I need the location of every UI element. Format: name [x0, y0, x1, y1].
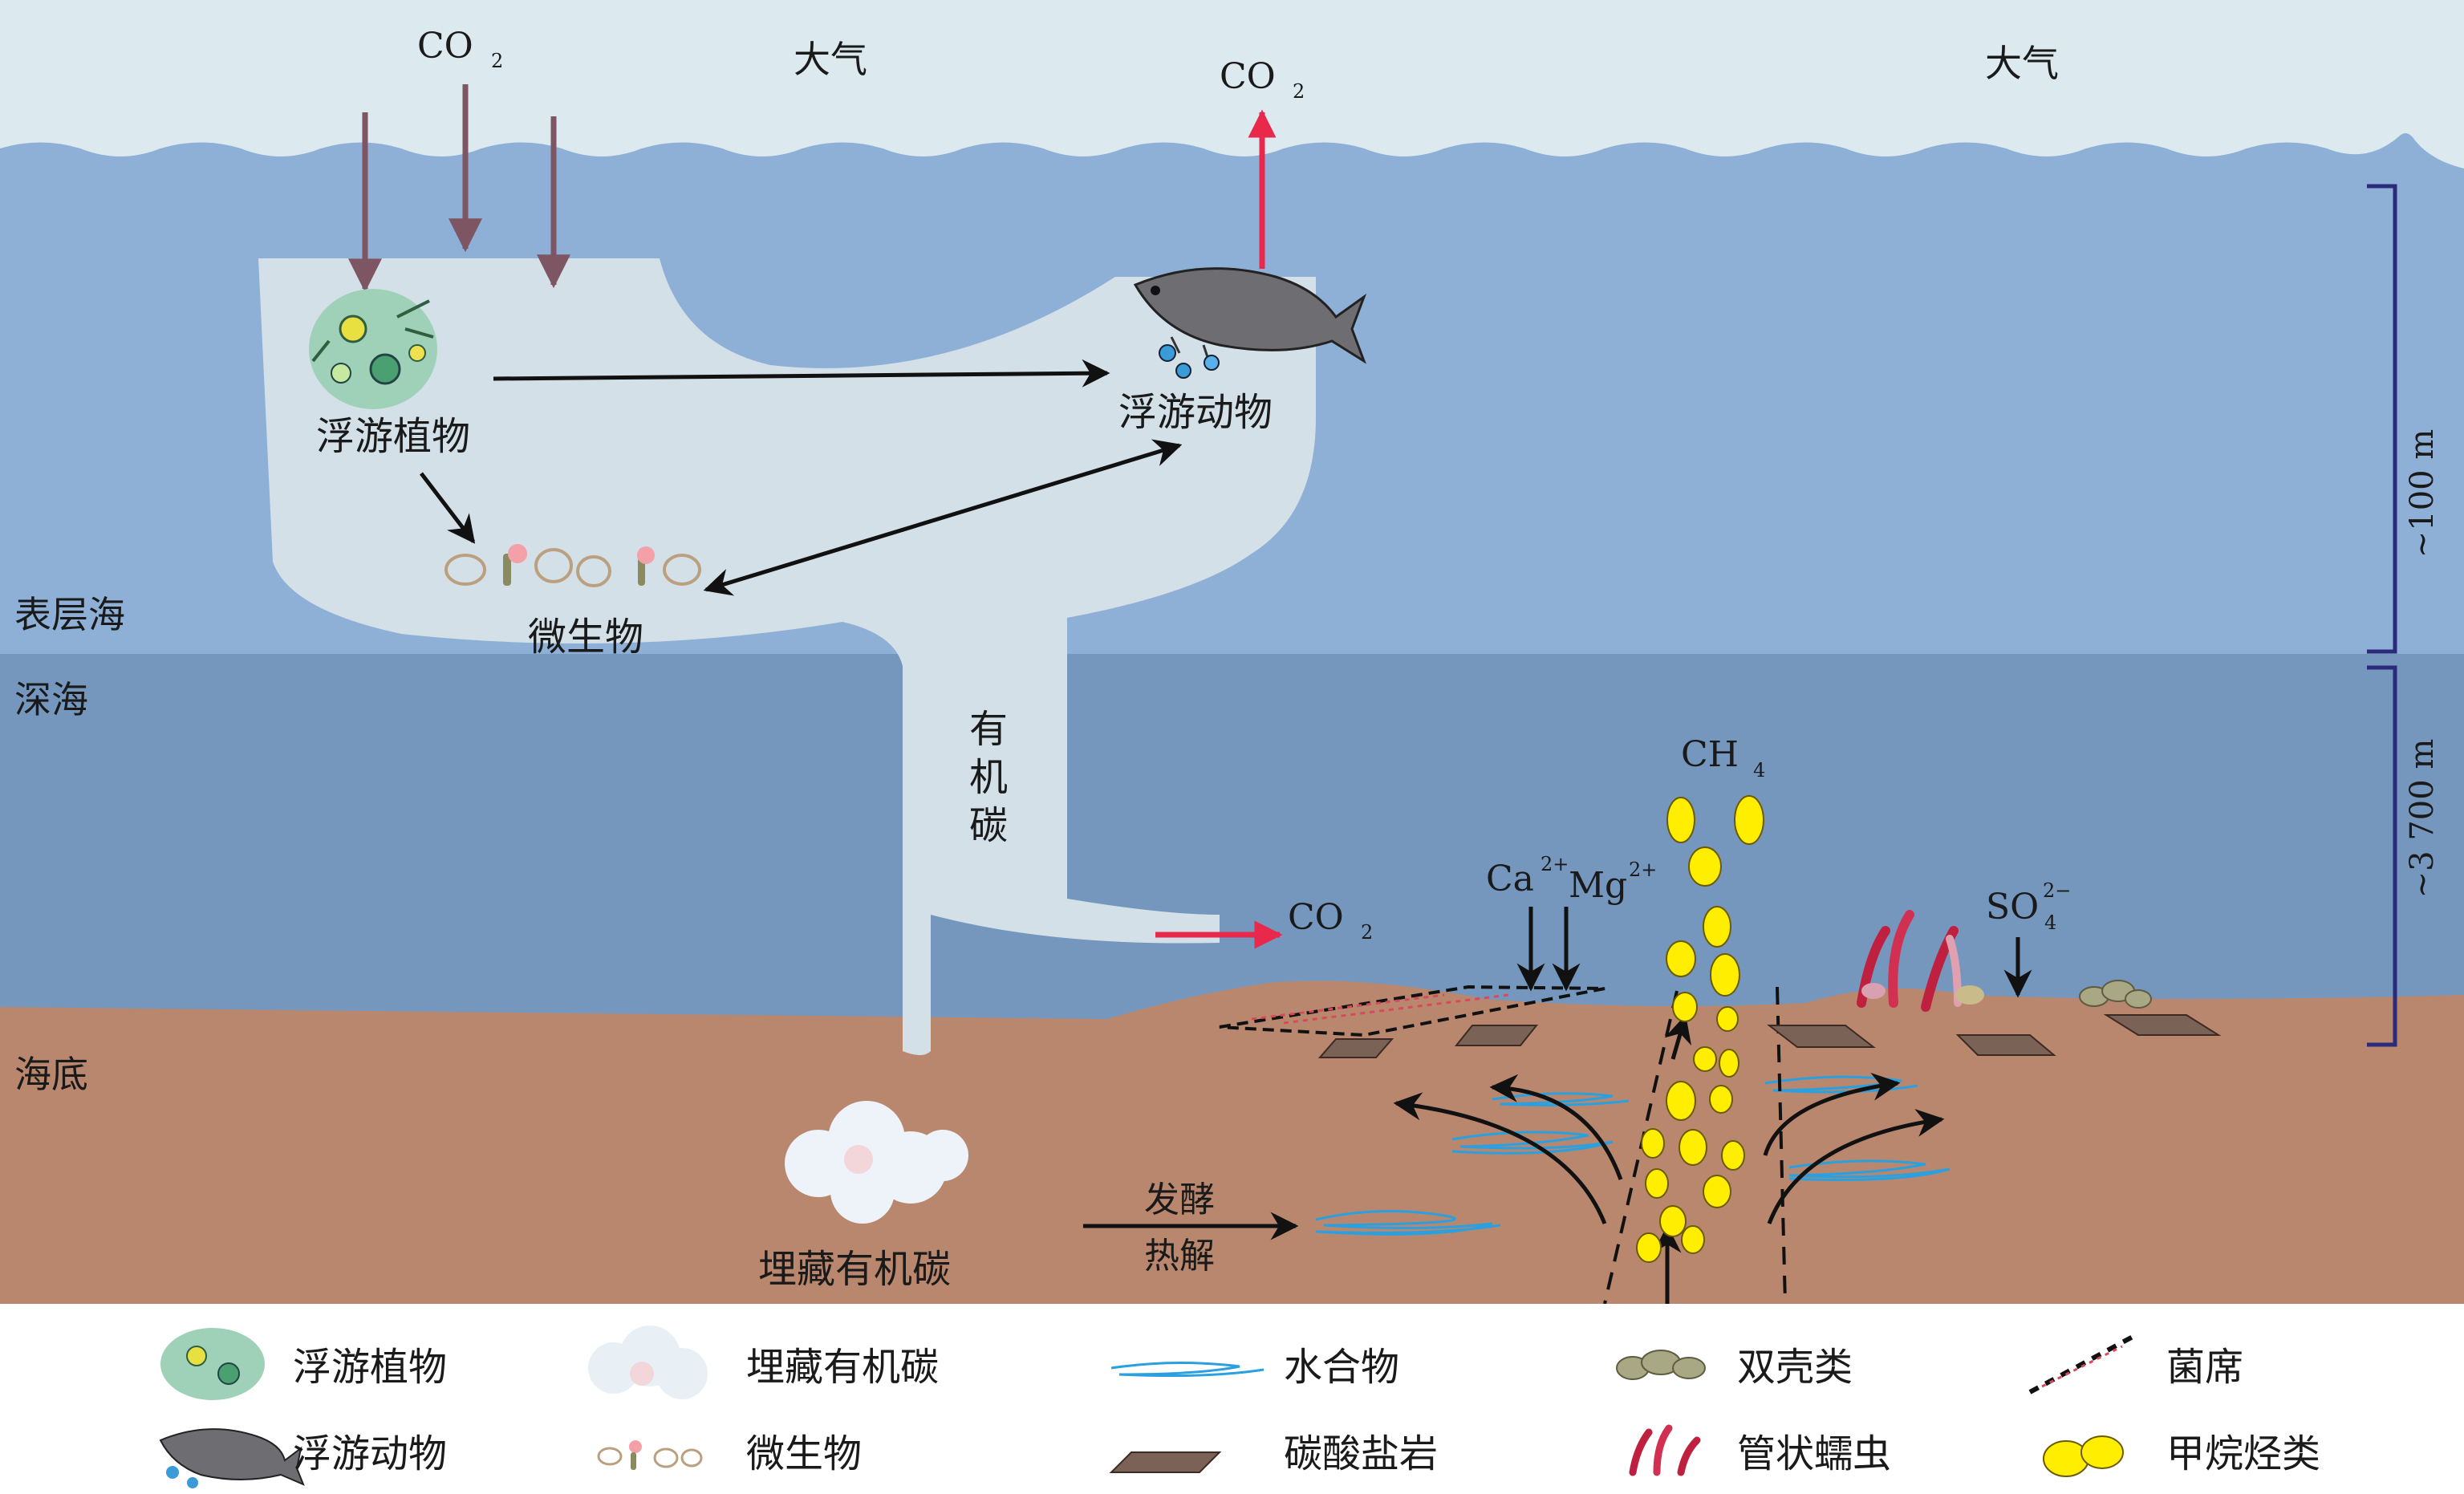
legend-microbes-label: 微生物 [746, 1431, 862, 1476]
legend-bivalves-swatch [1616, 1350, 1706, 1380]
legend-methane-label: 甲烷烃类 [2166, 1431, 2320, 1476]
legend-phytoplankton-swatch [160, 1328, 265, 1400]
hydrate-lenses [1315, 1075, 1950, 1236]
seep-boundary-left [1603, 990, 1679, 1305]
seafloor-layer [0, 980, 2464, 1304]
co2-release-label: CO 2 [1220, 56, 1305, 103]
ch4-label: CH 4 [1681, 734, 1765, 782]
phytoplankton-icon [309, 289, 437, 409]
seafloor-label: 海底 [14, 1053, 88, 1096]
svg-text:CO: CO [1220, 56, 1276, 97]
fermentation-label: 发酵 [1144, 1179, 1215, 1220]
svg-text:2+: 2+ [1629, 859, 1657, 881]
tube-worms-cluster [1857, 910, 1984, 1012]
seep-flow-arrow-2 [1489, 1074, 1623, 1180]
seep-flow-arrow-4 [1767, 1109, 1945, 1224]
svg-text:CH: CH [1681, 734, 1739, 775]
seep-vertical-arrow-2 [1664, 1014, 1692, 1060]
atmosphere-label-right: 大气 [1985, 42, 2059, 85]
legend-bivalves-label: 双壳类 [1737, 1345, 1853, 1390]
svg-text:2+: 2+ [1541, 853, 1569, 875]
legend-zooplankton-label: 浮游动物 [293, 1431, 447, 1476]
carbonate-rock-slabs [1317, 1014, 2222, 1058]
organic-carbon-label-2: 机 [969, 755, 1008, 800]
svg-text:CO: CO [417, 26, 473, 67]
pyrolysis-label: 热解 [1144, 1236, 1215, 1277]
legend-carbonate-rock-label: 碳酸盐岩 [1284, 1431, 1438, 1476]
svg-text:2: 2 [491, 50, 503, 72]
magnesium-ion-label: Mg 2+ [1569, 859, 1657, 906]
deep-co2-label: CO 2 [1288, 897, 1373, 944]
svg-text:4: 4 [2044, 911, 2056, 934]
seep-flow-arrow-1 [1393, 1092, 1607, 1224]
svg-text:Mg: Mg [1569, 865, 1627, 906]
legend-microbes-swatch [597, 1440, 703, 1470]
legend-buried-organic-carbon-label: 埋藏有机碳 [746, 1345, 939, 1390]
svg-text:SO: SO [1986, 887, 2039, 928]
legend-hydrates-swatch [1110, 1361, 1264, 1378]
sulfate-ion-label: SO 4 2− [1986, 879, 2071, 934]
legend-hydrates-label: 水合物 [1284, 1345, 1399, 1390]
zooplankton-icon [1133, 267, 1367, 379]
phyto-to-zoo-arrow [493, 359, 1110, 388]
legend-phytoplankton-label: 浮游植物 [293, 1345, 447, 1390]
phyto-to-microbes-arrow [420, 472, 476, 544]
zooplankton-label: 浮游动物 [1118, 390, 1273, 435]
buried-organic-carbon-icon [785, 1101, 968, 1224]
methane-bubbles [1636, 795, 1764, 1263]
legend-zooplankton-swatch [159, 1428, 305, 1488]
legend-buried-organic-carbon-swatch [588, 1326, 708, 1399]
svg-text:CO: CO [1288, 897, 1344, 938]
depth-100m-label: ~100 m [2404, 429, 2441, 558]
svg-text:4: 4 [1753, 759, 1765, 782]
svg-text:2−: 2− [2043, 879, 2071, 902]
microbial-mat [1219, 984, 1605, 1037]
microbes-label: 微生物 [528, 615, 643, 660]
depth-scale-100m [2367, 184, 2397, 654]
phytoplankton-label: 浮游植物 [316, 414, 470, 459]
bivalves-cluster [2079, 980, 2152, 1009]
seep-flow-arrow-3 [1763, 1072, 1901, 1156]
legend-microbial-mat-swatch [2028, 1334, 2136, 1395]
organic-carbon-label-3: 碳 [969, 803, 1008, 848]
microbes-icon [444, 544, 701, 587]
legend-methane-swatch [2043, 1435, 2124, 1477]
surface-ocean-label: 表层海 [14, 593, 125, 636]
microbes-zoo-arrow [703, 439, 1183, 596]
legend-tube-worms-swatch [1629, 1424, 1701, 1476]
svg-text:2: 2 [1361, 921, 1373, 944]
atmosphere-label-left: 大气 [794, 38, 867, 81]
seep-boundary-right [1776, 986, 1787, 1305]
legend-microbial-mat-label: 菌席 [2166, 1345, 2243, 1390]
legend-tube-worms-label: 管状蠕虫 [1737, 1431, 1891, 1476]
calcium-ion-label: Ca 2+ [1486, 853, 1569, 899]
svg-text:Ca: Ca [1486, 859, 1534, 899]
buried-organic-carbon-label: 埋藏有机碳 [758, 1247, 951, 1292]
co2-uptake-label: CO 2 [417, 26, 503, 72]
depth-scale-3700m [2367, 665, 2397, 1047]
svg-text:2: 2 [1293, 80, 1305, 103]
organic-carbon-label-1: 有 [969, 707, 1008, 752]
legend-carbonate-rock-swatch [1109, 1451, 1222, 1473]
depth-3700m-label: ~3 700 m [2404, 739, 2441, 899]
deep-sea-label: 深海 [14, 678, 88, 721]
